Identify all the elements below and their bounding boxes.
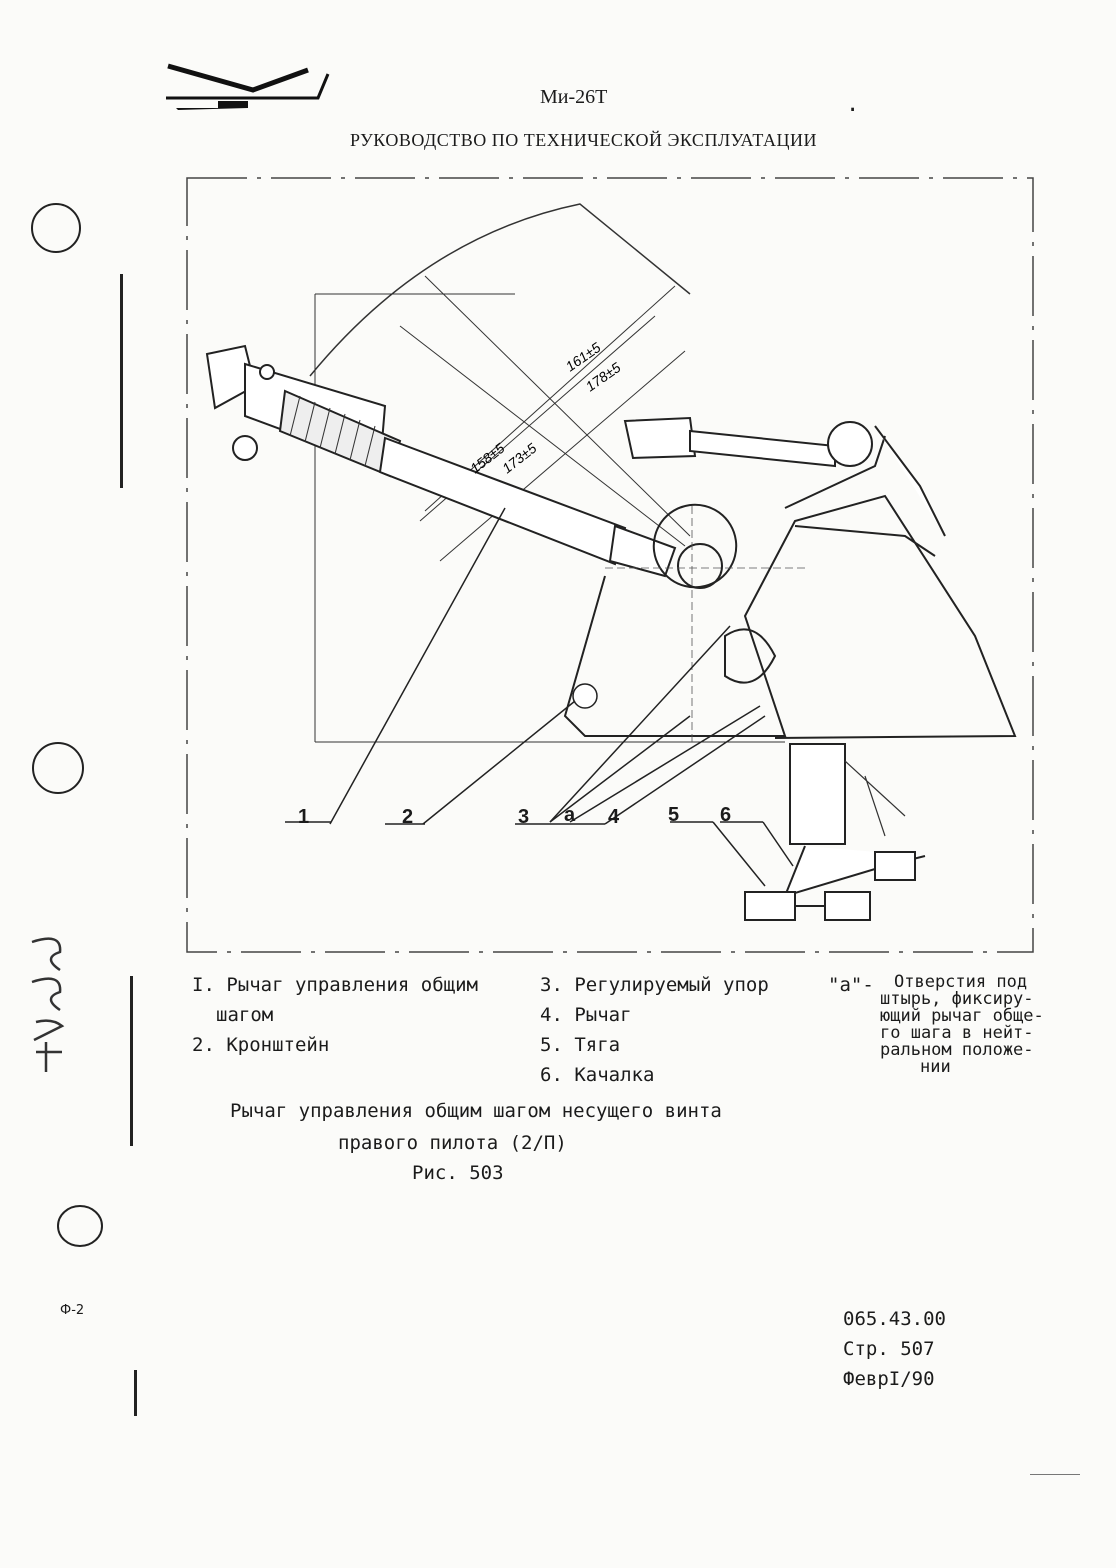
footer-block: 065.43.00 Стр. 507 ФеврI/90 (843, 1304, 946, 1394)
document-code: 065.43.00 (843, 1308, 946, 1330)
callout-2: 2 (402, 806, 414, 828)
legend-item-5: 5. Тяга (540, 1034, 621, 1056)
callout-6: 6 (720, 804, 732, 826)
lever-assembly-drawing: 161±5 178±5 158±5 173±5 (186, 177, 1034, 953)
legend-item-3: 3. Регулируемый упор (540, 974, 769, 996)
note-text: Отверстия под штырь, фиксиру- ющий рычаг… (880, 972, 1044, 1077)
revision-date: ФеврI/90 (843, 1368, 935, 1390)
callout-4: 4 (608, 806, 620, 828)
page-number: Стр. 507 (843, 1338, 935, 1360)
figure-number: Рис. 503 (412, 1162, 504, 1184)
form-stamp: Ф-2 (60, 1303, 85, 1318)
margin-rule (134, 1370, 137, 1416)
binding-hole-icon (31, 203, 81, 253)
bottom-rule (1030, 1474, 1080, 1475)
figure-caption-line1: Рычаг управления общим шагом несущего ви… (230, 1100, 722, 1122)
figure-caption-line2: правого пилота (2/П) (338, 1132, 567, 1154)
legend-item-1-cont: шагом (216, 1004, 274, 1026)
legend-column-2: 3. Регулируемый упор 4. Рычаг 5. Тяга 6.… (540, 970, 769, 1090)
legend-item-4: 4. Рычаг (540, 1004, 632, 1026)
margin-rule (130, 976, 133, 1146)
aircraft-model: Ми-26Т (540, 86, 608, 108)
legend-item-1: I. Рычаг управления общим (192, 974, 478, 996)
margin-rule (120, 274, 123, 488)
legend-column-1: I. Рычаг управления общим шагом 2. Кронш… (192, 970, 478, 1060)
legend-item-6: 6. Качалка (540, 1064, 655, 1086)
handwritten-number-icon (31, 937, 65, 1072)
sheet-number-stamp-icon (57, 1205, 103, 1247)
callout-a: а (564, 804, 576, 826)
helicopter-logo-icon (166, 63, 330, 110)
legend-item-2: 2. Кронштейн (192, 1034, 330, 1056)
manual-title: РУКОВОДСТВО ПО ТЕХНИЧЕСКОЙ ЭКСПЛУАТАЦИИ (350, 130, 817, 150)
callout-1: 1 (298, 806, 310, 828)
callout-5: 5 (668, 804, 680, 826)
callout-3: 3 (518, 806, 530, 828)
note-key: "а"- (828, 974, 874, 996)
binding-hole-icon (32, 742, 84, 794)
dimension-label: 173±5 (499, 440, 540, 477)
dimension-label: 158±5 (467, 440, 508, 477)
stray-mark: . (846, 92, 860, 117)
